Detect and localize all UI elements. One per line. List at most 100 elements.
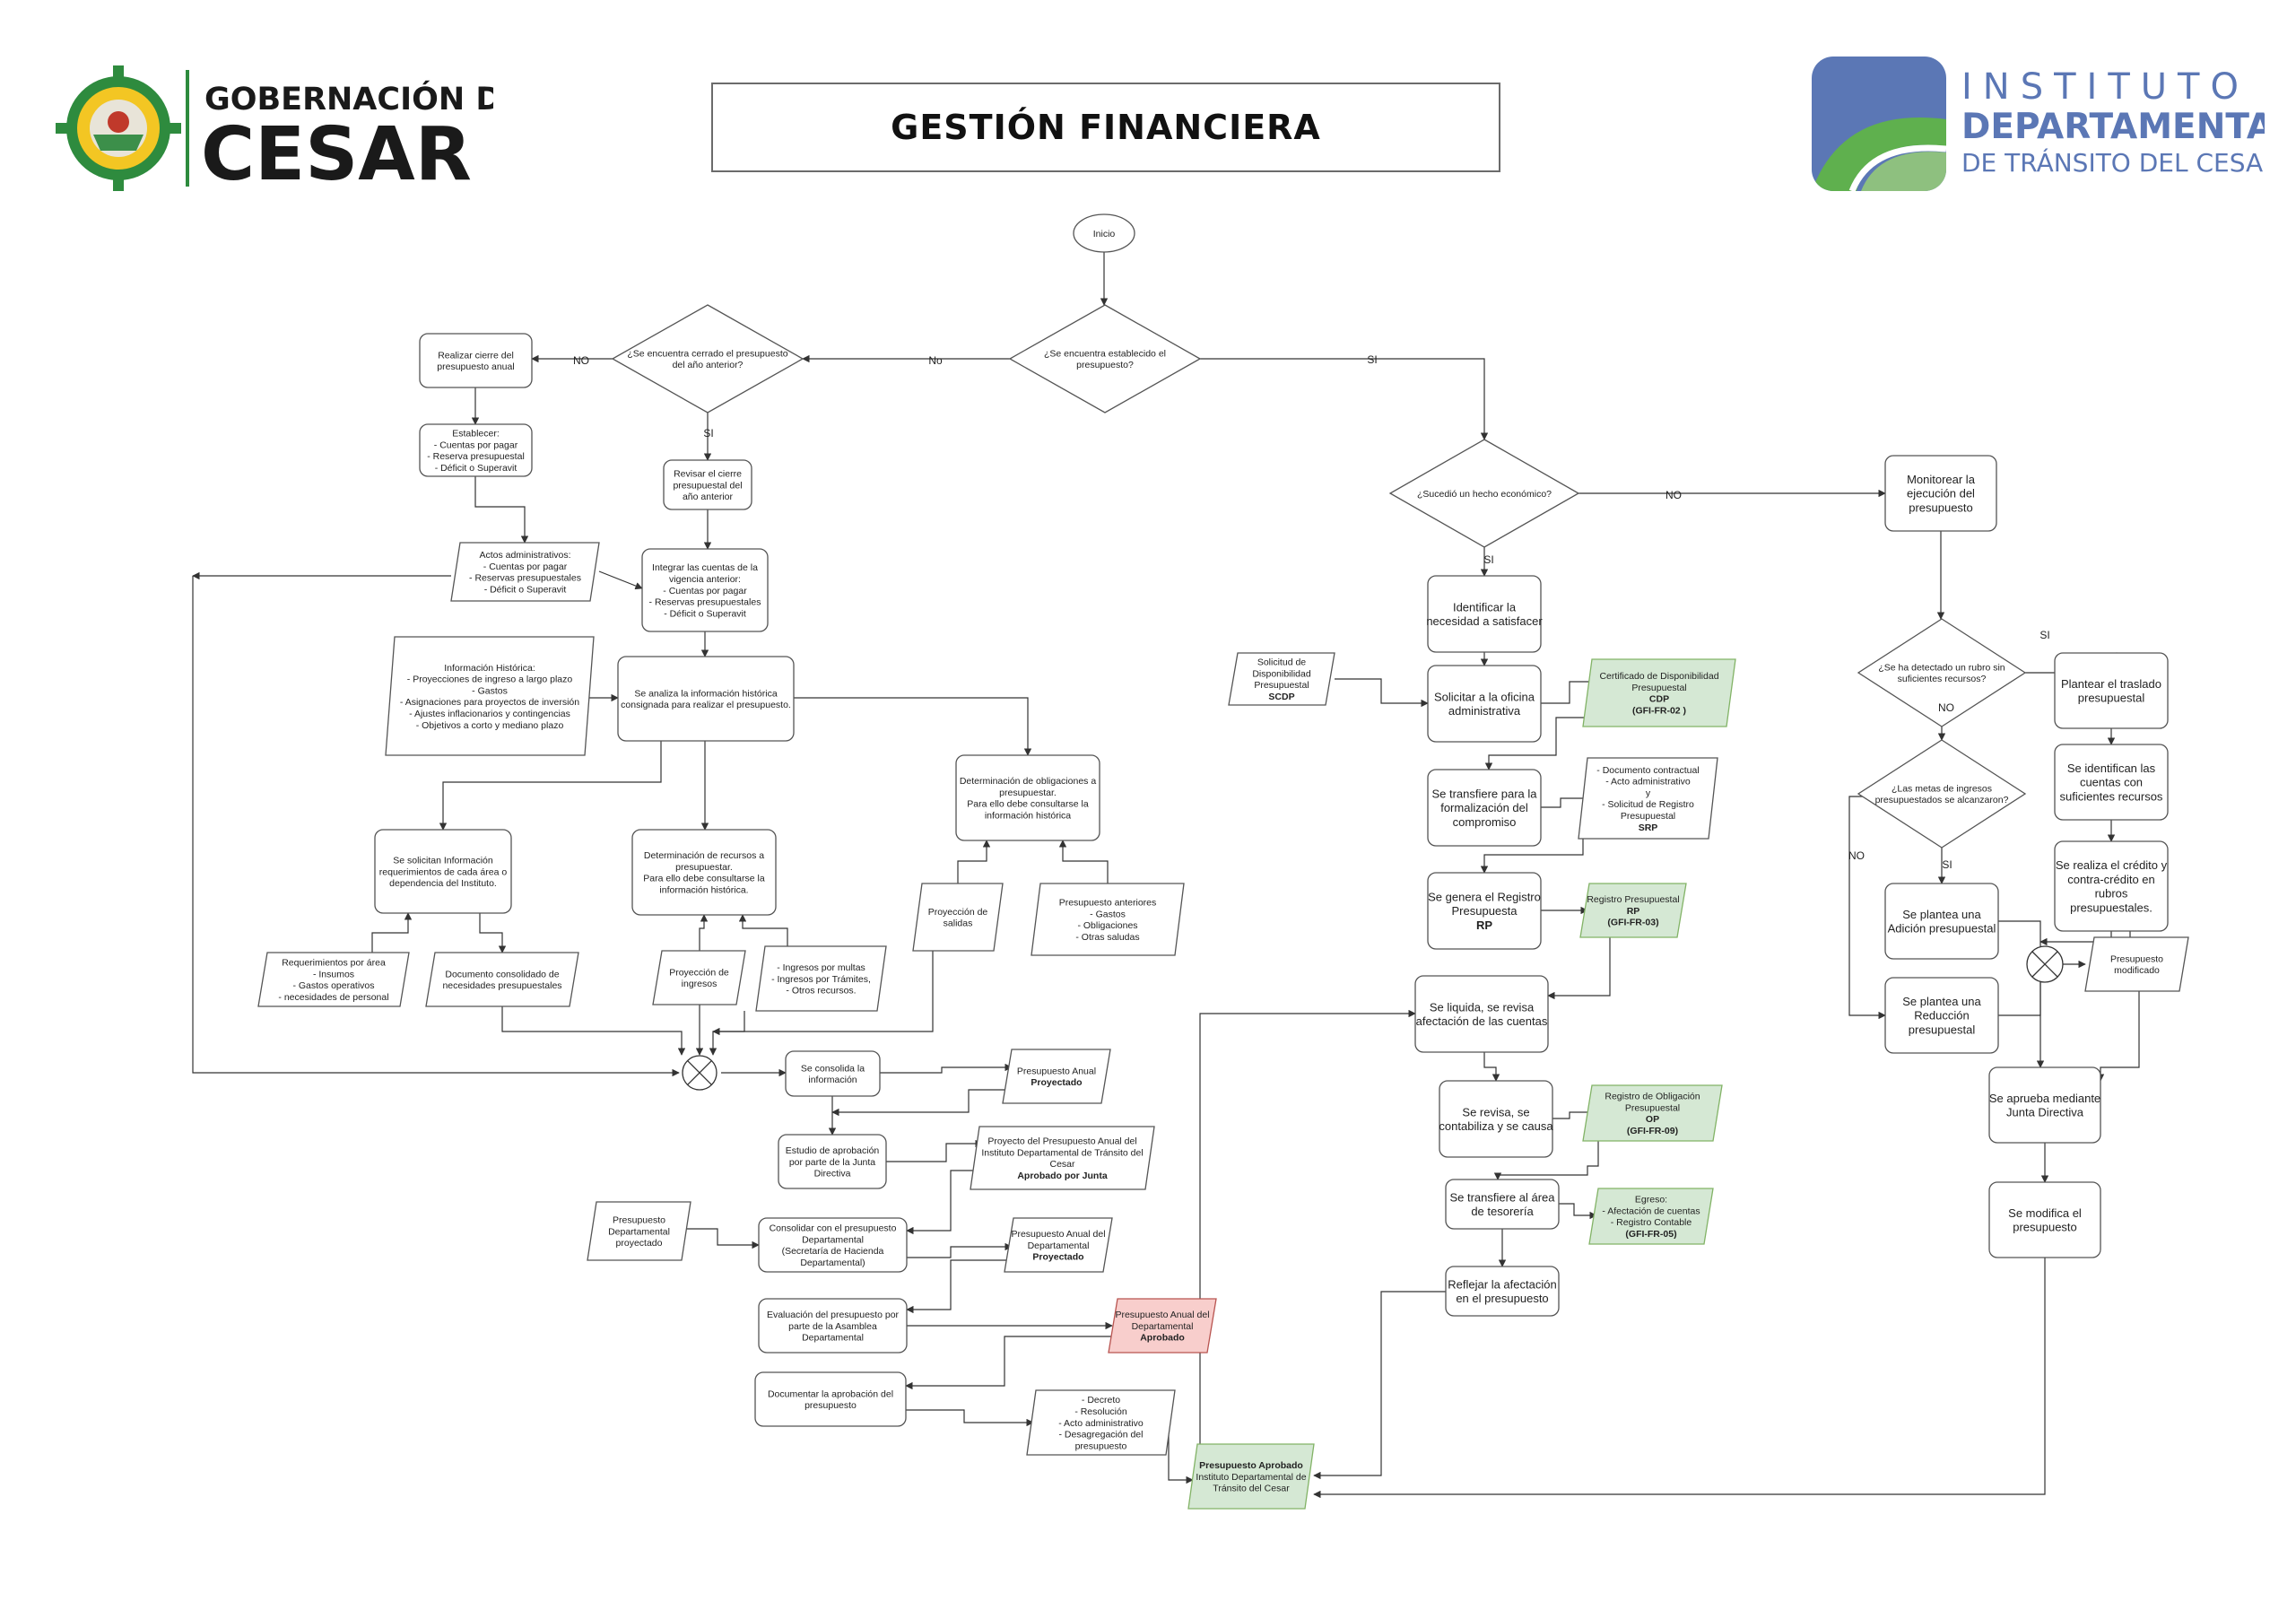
node-text: ¿Se ha detectado un rubro sin [1878,662,2005,673]
node-text: - Déficit o Superavit [435,463,517,474]
connector-arrow [886,1139,983,1162]
node-text: ¿Se encuentra establecido el [1044,348,1166,359]
node-text: Solicitud de [1257,657,1306,668]
node-text: Establecer: [452,429,500,440]
seal-emblem-icon [56,65,181,191]
node-text: presupuestales. [2070,901,2152,914]
node-text: - Reserva presupuestal [427,451,525,462]
node-text: del año anterior? [673,360,744,370]
connector-arrow [1168,1435,1194,1484]
connector-arrow [1493,1141,1599,1180]
node-text: Integrar las cuentas de la [652,562,758,573]
node-text: Se aprueba mediante [1989,1092,2100,1105]
connector-arrow [1058,840,1109,883]
node-n-cdp: Certificado de DisponibilidadPresupuesta… [1582,658,1736,727]
node-text: Tránsito del Cesar [1213,1484,1290,1494]
edge-label: SI [2039,629,2049,641]
node-text: administrativa [1448,704,1521,718]
node-text: presupuestados se alcanzaron? [1875,795,2009,805]
connector-arrow [738,914,788,946]
node-text: Presupuestal [1254,680,1309,691]
node-text: SRP [1639,823,1658,833]
edge-label: NO [1665,489,1682,501]
node-text: ¿Sucedió un hecho económico? [1417,489,1552,500]
node-inicio: Inicio [1073,213,1135,253]
connector-arrow [371,912,413,953]
left-logo-line2: CESAR [201,112,472,194]
node-text: presupuesto anual [437,361,514,372]
connector-arrow [1199,1009,1416,1444]
node-text: presupuestal [1909,1023,1976,1037]
connector-arrow [699,914,709,951]
node-text: - Cuentas por pagar [663,586,747,596]
edge-label: SI [1367,353,1377,366]
node-text: RP [1476,918,1492,932]
node-text: - Gastos [472,685,508,696]
node-text: Adición presupuestal [1888,922,1996,936]
title-box: GESTIÓN FINANCIERA [711,83,1500,172]
merge-junction-icon [682,1055,718,1091]
node-text: presupuesto [804,1400,857,1411]
node-text: Se analiza la información histórica [634,688,777,699]
node-text: (GFI-FR-09) [1627,1126,1678,1136]
node-text: necesidad a satisfacer [1426,614,1543,628]
connector-arrow [906,1259,1009,1314]
node-text: Inicio [1093,229,1116,239]
node-text: - Ingresos por multas [777,962,865,973]
node-text: Se identifican las [2067,762,2156,775]
node-text: Presupuesta [1452,904,1518,918]
node-text: Se modifica el [2008,1206,2082,1220]
node-text: CDP [1649,694,1669,705]
connector-arrow [1547,937,1611,1000]
node-n-pad-aprob: Presupuesto Anual delDepartamentalAproba… [1108,1298,1217,1354]
edge-label: NO [1848,849,1865,862]
node-text: Registro Presupuestal [1587,894,1679,905]
connector-arrow [1541,794,1593,808]
edge-label: No [928,354,943,367]
edge-label: SI [1942,858,1952,871]
node-text: información histórica. [659,884,748,895]
node-text: - Obligaciones [1077,920,1137,931]
node-d3: ¿Sucedió un hecho económico? [1388,439,1580,548]
node-text: - Registro Contable [1611,1217,1692,1228]
node-text: Se realiza el crédito y [2056,858,2168,872]
node-text: Estudio de aprobación [786,1145,880,1156]
node-text: Disponibilidad [1252,668,1311,679]
node-text: vigencia anterior: [669,574,741,585]
node-text: - Proyecciones de ingreso a largo plazo [407,675,573,685]
node-text: Presupuestal [1631,683,1686,693]
node-text: Plantear el traslado [2061,677,2161,691]
node-text: Directiva [814,1169,851,1179]
connector-arrow [1200,358,1489,440]
node-text: - Insumos [313,969,354,979]
node-text: Información Histórica: [444,663,535,674]
node-text: presupuesto [2013,1221,2077,1234]
node-text: Presupuesto anteriores [1059,898,1157,909]
node-text: Departamental [802,1333,864,1344]
node-text: (Secretaría de Hacienda [782,1246,884,1257]
node-n-decreto: - Decreto- Resolución- Acto administrati… [1026,1389,1176,1456]
merge-junction-icon [2026,945,2064,983]
node-text: (GFI-FR-03) [1607,918,1658,928]
node-text: ¿Las metas de ingresos [1892,783,1992,794]
node-text: - Afectación de cuentas [1602,1206,1700,1216]
node-text: RP [1627,906,1640,917]
connector-arrow [712,951,934,1036]
node-text: Presupuestal [1625,1102,1680,1113]
node-text: Certificado de Disponibilidad [1599,671,1718,682]
node-text: proyectado [616,1238,663,1249]
node-text: por parte de la Junta [789,1157,875,1168]
connector-arrow [1559,1203,1597,1220]
node-text: compromiso [1453,815,1517,829]
